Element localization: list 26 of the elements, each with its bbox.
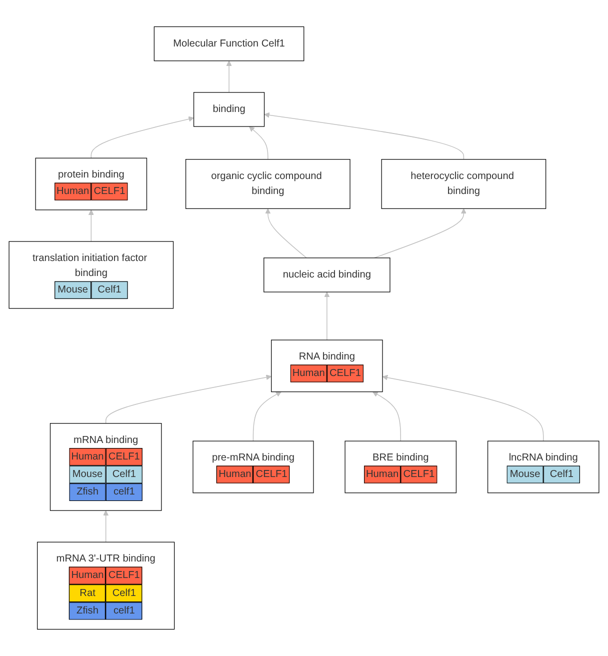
node-box	[193, 92, 265, 127]
arrow	[248, 126, 268, 160]
arrow	[90, 116, 194, 158]
node-box	[154, 26, 304, 62]
node-box	[8, 241, 174, 309]
node-box	[185, 159, 350, 209]
node-box	[271, 340, 383, 392]
arrow	[105, 374, 272, 424]
arrow	[103, 510, 109, 542]
arrow	[382, 374, 544, 442]
arrow	[324, 292, 330, 340]
node-box	[487, 440, 600, 494]
arrow	[372, 392, 401, 442]
arrow	[252, 392, 282, 442]
arrow	[374, 208, 466, 258]
node-box	[50, 423, 162, 511]
node-box	[192, 440, 314, 494]
arrow	[264, 112, 464, 160]
arrow	[265, 208, 307, 258]
node-box	[37, 542, 175, 630]
node-box	[344, 440, 457, 494]
node-box	[381, 159, 546, 209]
arrow	[226, 60, 232, 93]
arrow	[88, 210, 94, 242]
node-box	[35, 158, 148, 210]
node-box	[264, 258, 390, 292]
